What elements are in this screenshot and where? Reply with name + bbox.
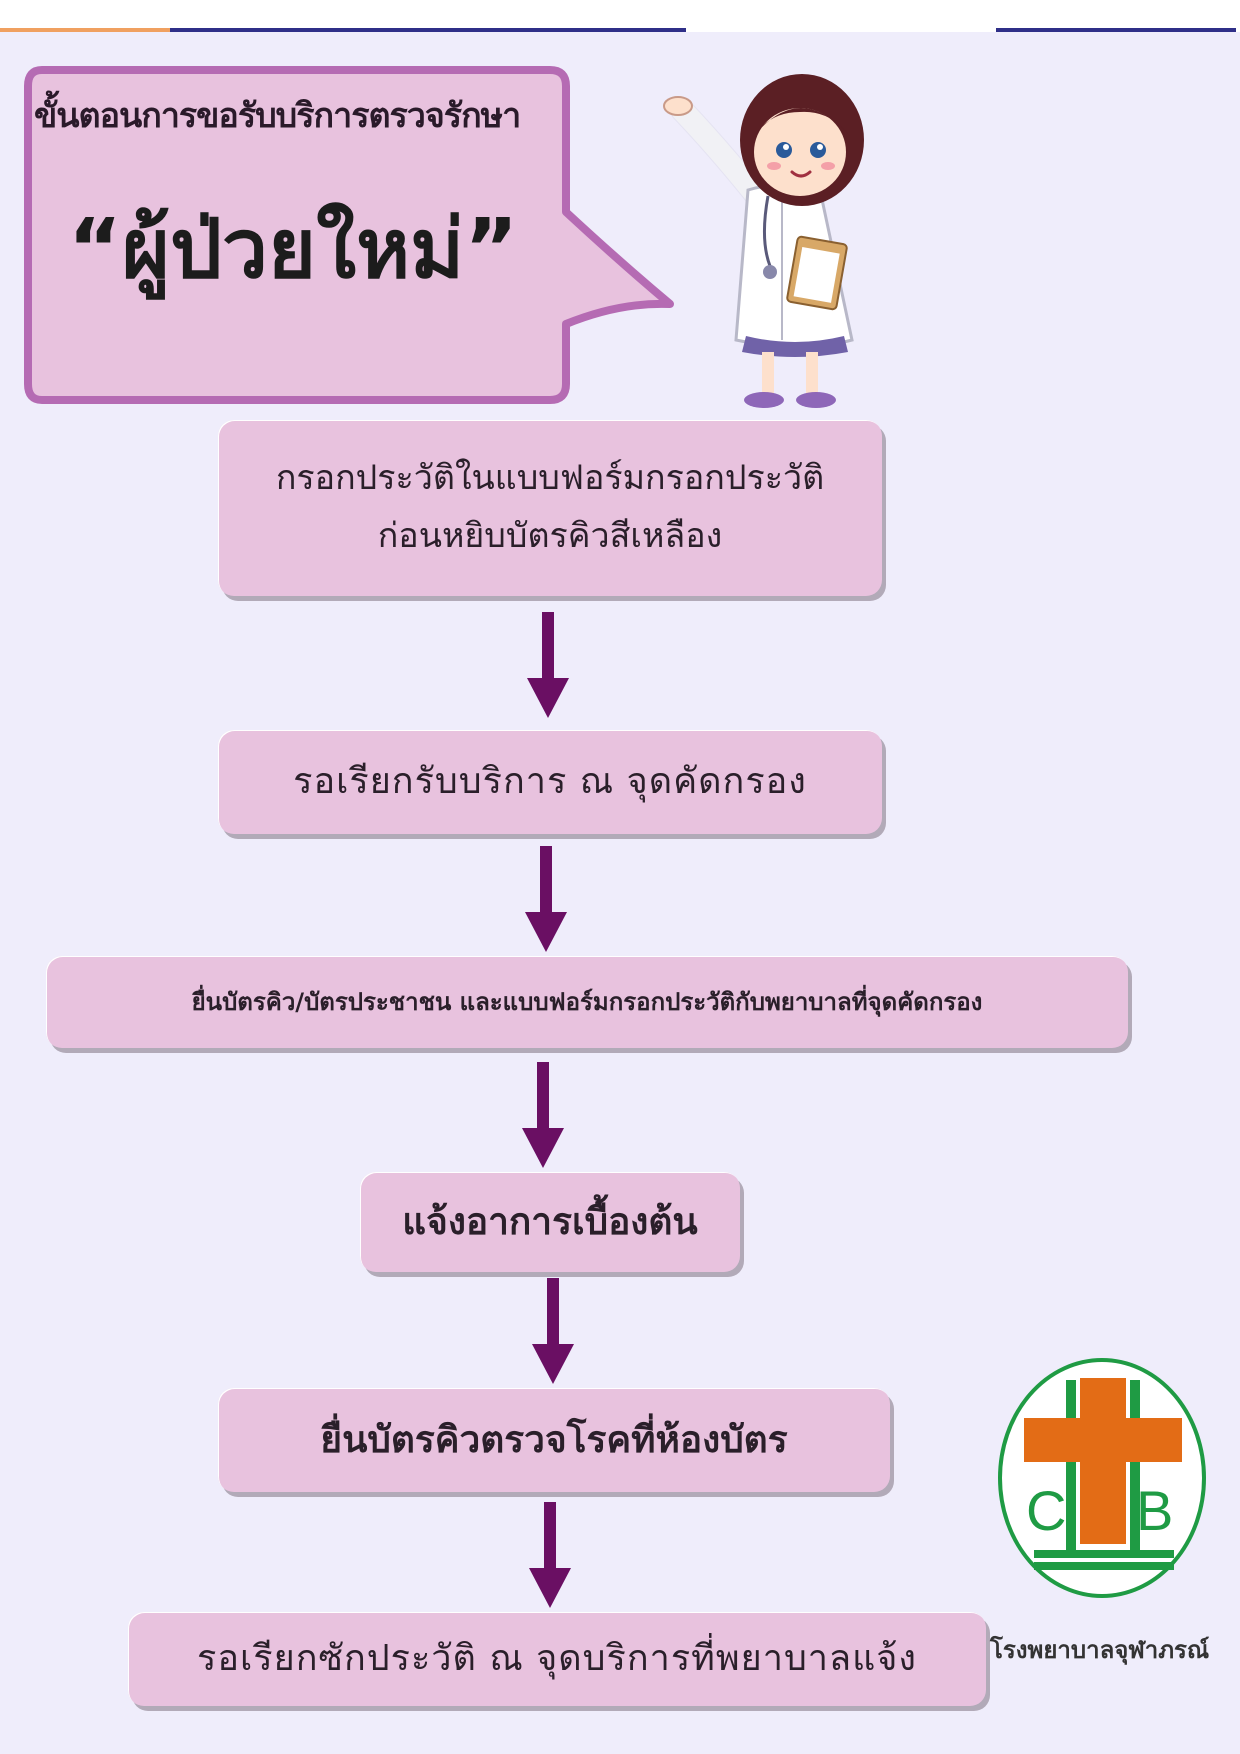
speech-bubble (24, 66, 674, 404)
step-3-box: ยื่นบัตรคิว/บัตรประชาชน และแบบฟอร์มกรอกป… (46, 956, 1128, 1048)
arrow-down-icon (527, 612, 569, 718)
bubble-content: ขั้นตอนการขอรับบริการตรวจรักษา “ผู้ป่วยใ… (34, 88, 574, 314)
step-5-text: ยื่นบัตรคิวตรวจโรคที่ห้องบัตร (320, 1417, 788, 1461)
step-6-box: รอเรียกซักประวัติ ณ จุดบริการที่พยาบาลแจ… (128, 1612, 986, 1706)
hospital-name-caption: โรงพยาบาลจุฬาภรณ์ (990, 1636, 1210, 1664)
step-3-text: ยื่นบัตรคิว/บัตรประชาชน และแบบฟอร์มกรอกป… (191, 987, 983, 1016)
step-4-text: แจ้งอาการเบื้องต้น (402, 1199, 698, 1243)
step-6-text: รอเรียกซักประวัติ ณ จุดบริการที่พยาบาลแจ… (197, 1638, 917, 1680)
step-1-line-2: ก่อนหยิบบัตรคิวสีเหลือง (377, 516, 723, 556)
header-title: “ผู้ป่วยใหม่” (68, 202, 519, 297)
step-2-text: รอเรียกรับบริการ ณ จุดคัดกรอง (293, 761, 807, 803)
step-1-box: กรอกประวัติในแบบฟอร์มกรอกประวัติ ก่อนหยิ… (218, 420, 882, 596)
top-accent-line (0, 28, 170, 32)
step-1-line-1: กรอกประวัติในแบบฟอร์มกรอกประวัติ (275, 458, 825, 499)
arrow-down-icon (525, 846, 567, 952)
arrow-down-icon (529, 1502, 571, 1608)
header-subtitle: ขั้นตอนการขอรับบริการตรวจรักษา (34, 96, 521, 136)
top-border-strip (0, 0, 1240, 32)
logo-letter-b: B (1136, 1479, 1173, 1542)
hospital-cross-logo-icon: C B (998, 1358, 1206, 1598)
arrow-down-icon (522, 1062, 564, 1168)
step-4-box: แจ้งอาการเบื้องต้น (360, 1172, 740, 1272)
top-accent-line (170, 28, 686, 32)
logo-letter-c: C (1026, 1479, 1066, 1542)
step-2-box: รอเรียกรับบริการ ณ จุดคัดกรอง (218, 730, 882, 834)
step-5-box: ยื่นบัตรคิวตรวจโรคที่ห้องบัตร (218, 1388, 890, 1492)
top-accent-line (996, 28, 1236, 32)
arrow-down-icon (532, 1278, 574, 1384)
doctor-mascot-icon (663, 74, 864, 408)
